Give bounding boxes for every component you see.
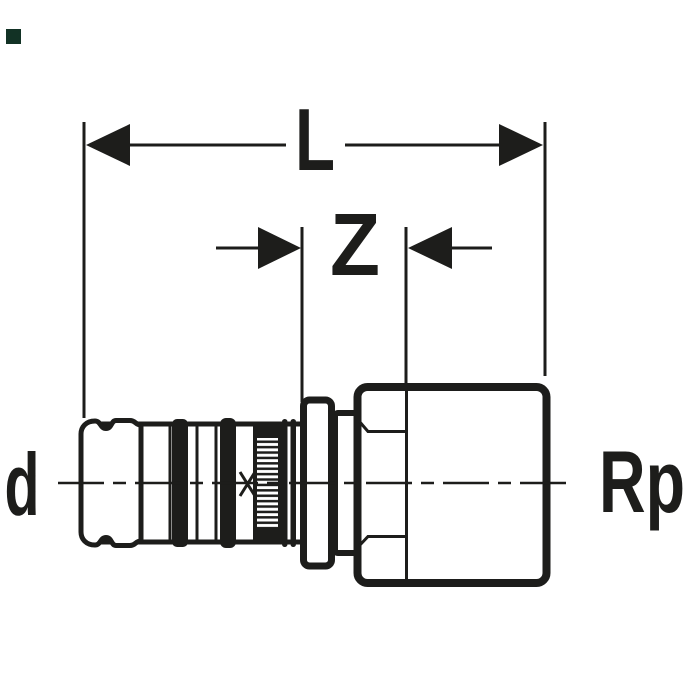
threaded-body: [300, 383, 551, 587]
arrowhead-right-icon: [499, 124, 543, 166]
dimension-label-Z: Z: [330, 195, 380, 294]
arrowhead-left-pointing-icon: [408, 227, 452, 269]
label-thread-size: Rp: [599, 432, 685, 531]
dimension-Z: Z: [216, 195, 492, 402]
ridge-ring-1: [282, 419, 288, 547]
hex-flat-line-top: [357, 420, 406, 433]
spigot-end-cap: [78, 418, 144, 548]
arrowhead-right-pointing-icon: [258, 227, 301, 269]
body-block: [353, 383, 551, 587]
dimension-label-L: L: [295, 90, 335, 189]
arrowhead-left-icon: [86, 124, 130, 166]
dimension-L: L: [82, 90, 547, 418]
hex-flat-line-bottom: [357, 535, 406, 548]
corner-color-marker: [6, 29, 21, 44]
knurl-bottom-cap: [255, 528, 280, 541]
knurl-top-cap: [255, 425, 280, 438]
label-pipe-diameter: d: [5, 435, 40, 534]
